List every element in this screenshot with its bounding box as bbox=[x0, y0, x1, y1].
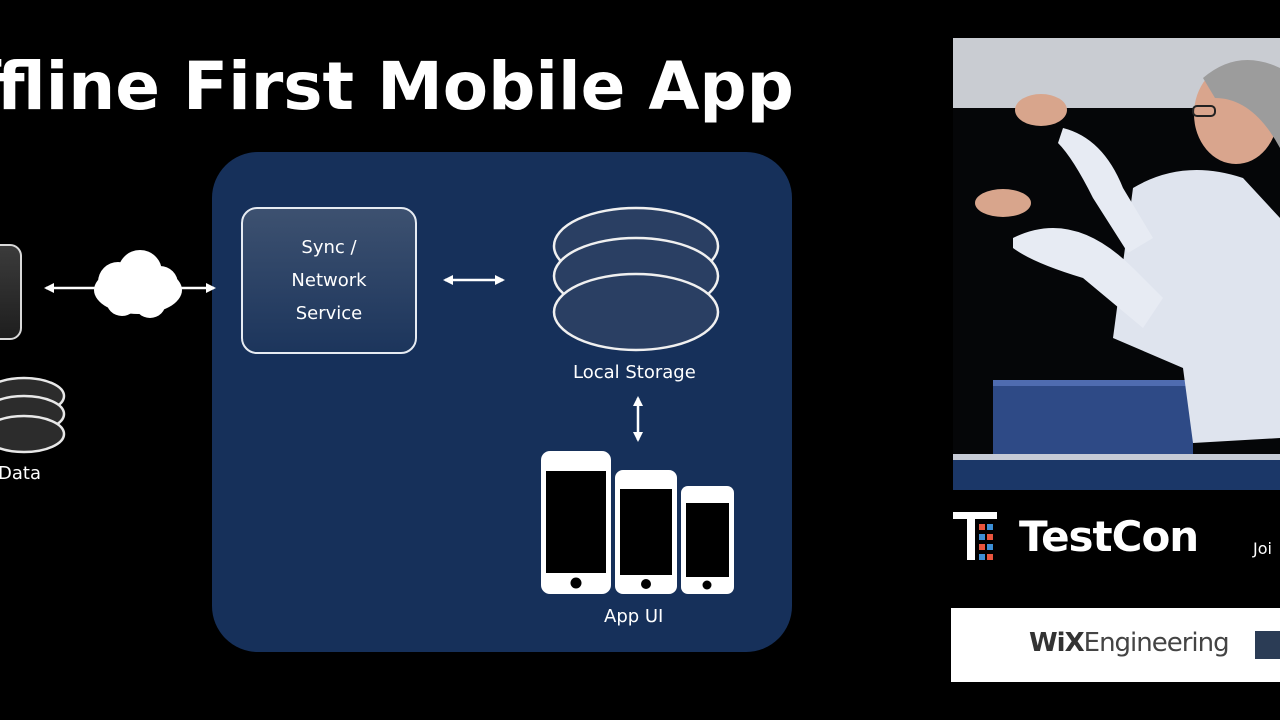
remote-database-icon bbox=[0, 376, 66, 454]
wix-engineering-logo: WiXEngineering bbox=[1029, 628, 1230, 658]
phone-small-icon bbox=[681, 486, 734, 594]
remote-data-label: Data bbox=[0, 463, 41, 484]
testcon-brand: TestCon bbox=[953, 508, 1199, 564]
sync-label-line1: Sync / bbox=[301, 237, 357, 258]
wix-logo-suffix: Engineering bbox=[1083, 628, 1230, 658]
phone-medium-icon bbox=[615, 470, 677, 594]
sponsor-next-logo bbox=[1255, 631, 1280, 659]
local-storage-label: Local Storage bbox=[573, 362, 696, 383]
sync-label-line2: Network bbox=[291, 270, 367, 291]
app-ui-label: App UI bbox=[604, 606, 664, 627]
server-icon bbox=[0, 244, 22, 340]
cloud-icon bbox=[94, 250, 182, 318]
sync-label-line3: Service bbox=[295, 303, 363, 324]
sponsor-banner: WiXEngineering bbox=[951, 608, 1280, 682]
local-storage-database-icon bbox=[552, 206, 720, 352]
wix-logo-prefix: WiX bbox=[1029, 628, 1085, 658]
testcon-logo-icon bbox=[953, 510, 1013, 562]
sync-network-service-box: Sync / Network Service bbox=[241, 207, 417, 354]
speaker-image bbox=[953, 38, 1280, 490]
phone-large-icon bbox=[541, 451, 611, 594]
testcon-wordmark: TestCon bbox=[1019, 511, 1199, 561]
speaker-video-frame bbox=[953, 38, 1280, 490]
join-text: Joi bbox=[1253, 539, 1272, 558]
slide-title: ffline First Mobile App bbox=[0, 48, 794, 125]
